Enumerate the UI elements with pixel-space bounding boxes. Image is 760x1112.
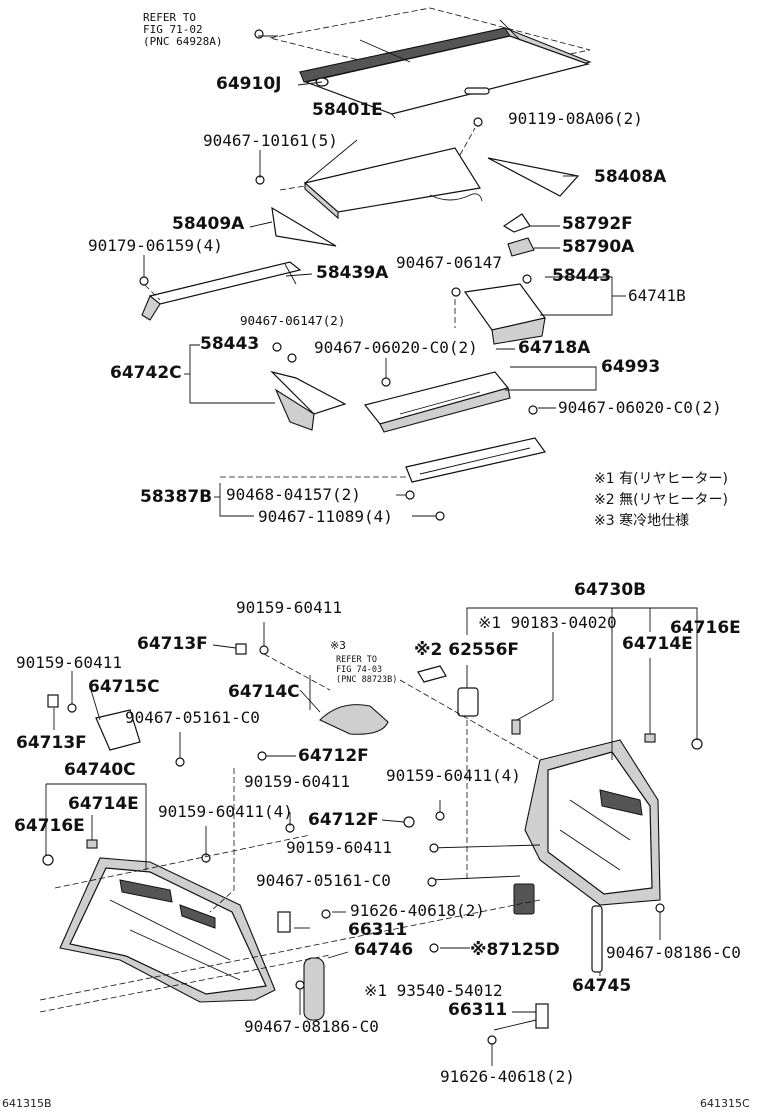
part-90467-05161-a-label[interactable]: 90467-05161-C0: [125, 708, 260, 727]
refer-note-fig-74: REFER TO FIG 74-03 (PNC 88723B): [336, 655, 398, 685]
part-90467-11089-label[interactable]: 90467-11089(4): [258, 507, 393, 526]
part-91626-b-label[interactable]: 91626-40618(2): [440, 1067, 575, 1086]
part-93540-label[interactable]: ※1 93540-54012: [364, 981, 503, 1000]
part-64712F-b-label[interactable]: 64712F: [308, 810, 379, 830]
part-64713F-left-label[interactable]: 64713F: [16, 733, 87, 753]
part-90467-05161-b-label[interactable]: 90467-05161-C0: [256, 871, 391, 890]
part-90183-label[interactable]: ※1 90183-04020: [478, 613, 617, 632]
pad-62556F-drawing: [417, 665, 447, 683]
part-58790A-label[interactable]: 58790A: [562, 237, 635, 257]
box-64741B-drawing: [454, 283, 547, 345]
part-87125D-label[interactable]: ※87125D: [470, 940, 560, 960]
part-90468-label[interactable]: 90468-04157(2): [226, 485, 361, 504]
plate-58387B-drawing: [220, 437, 547, 483]
part-58443-right-label[interactable]: 58443: [552, 266, 612, 286]
part-64730B-label[interactable]: 64730B: [574, 580, 647, 600]
part-64742C-label[interactable]: 64742C: [110, 363, 182, 383]
part-64715C-label[interactable]: 64715C: [88, 677, 160, 697]
part-64712F-a-label[interactable]: 64712F: [298, 746, 369, 766]
part-66311-a-label[interactable]: 66311: [348, 920, 408, 940]
part-64910J-label[interactable]: 64910J: [216, 74, 282, 94]
part-64713F-top-label[interactable]: 64713F: [137, 634, 208, 654]
part-64746-label[interactable]: 64746: [354, 940, 414, 960]
part-90159-top-label[interactable]: 90159-60411: [236, 598, 342, 617]
part-90467-06020-b-label[interactable]: 90467-06020-C0(2): [558, 398, 722, 417]
part-90159-left-label[interactable]: 90159-60411: [16, 653, 122, 672]
part-90467-06147-label[interactable]: 90467-06147: [396, 253, 502, 272]
part-90467-10161-label[interactable]: 90467-10161(5): [203, 131, 338, 150]
hook-58790A-drawing: [507, 237, 535, 257]
leader-lines-lower-right: [399, 607, 698, 881]
part-66311-b-label[interactable]: 66311: [448, 1000, 508, 1020]
note-2: ※2 無(リヤヒーター): [594, 492, 729, 508]
part-90159-4-right-label[interactable]: 90159-60411(4): [386, 766, 521, 785]
part-64714E-right-label[interactable]: 64714E: [622, 634, 693, 654]
part-58439A-label[interactable]: 58439A: [316, 263, 389, 283]
part-62556F-label[interactable]: ※2 62556F: [414, 640, 520, 660]
part-58409A-label[interactable]: 58409A: [172, 214, 245, 234]
part-90159-4-left-label[interactable]: 90159-60411(4): [158, 802, 293, 821]
mark-3-note: ※3: [330, 639, 346, 652]
mesh-64746-drawing: [303, 957, 325, 1021]
bracket-58439A-drawing: [141, 261, 302, 321]
part-64716E-left-label[interactable]: 64716E: [14, 816, 85, 836]
box-64742C-drawing: [270, 370, 347, 431]
part-90467-06147-2-label[interactable]: 90467-06147(2): [240, 313, 346, 328]
part-58792F-label[interactable]: 58792F: [562, 214, 633, 234]
hook-66311-b-drawing: [535, 1003, 549, 1029]
strip-64745-drawing: [591, 905, 603, 973]
side-trim-left-drawing: [42, 694, 276, 1003]
part-90159-middle-label[interactable]: 90159-60411: [244, 772, 350, 791]
refer-note-fig-71: REFER TO FIG 71-02 (PNC 64928A): [143, 11, 223, 48]
part-90467-08186-left-label[interactable]: 90467-08186-C0: [244, 1017, 379, 1036]
part-64716E-right-label[interactable]: 64716E: [670, 618, 741, 638]
leader-lines-top: [143, 35, 626, 517]
part-64718A-label[interactable]: 64718A: [518, 338, 591, 358]
cover-64714C-drawing: [319, 704, 389, 735]
part-64714C-label[interactable]: 64714C: [228, 682, 300, 702]
panel-64993-drawing: [363, 371, 511, 433]
note-1: ※1 有(リヤヒーター): [594, 471, 729, 487]
part-90179-label[interactable]: 90179-06159(4): [88, 236, 223, 255]
duct-87125D-drawing: [513, 883, 535, 915]
deck-board-drawing: [279, 127, 483, 220]
part-90467-06020-a-label[interactable]: 90467-06020-C0(2): [314, 338, 478, 357]
tonneau-cover-drawing: [269, 7, 592, 119]
part-90159-bottom-label[interactable]: 90159-60411: [286, 838, 392, 857]
part-64993-label[interactable]: 64993: [601, 357, 661, 377]
footer-code-left: 641315B: [2, 1097, 52, 1110]
part-64714E-left-label[interactable]: 64714E: [68, 794, 139, 814]
part-90467-08186-right-label[interactable]: 90467-08186-C0: [606, 943, 741, 962]
part-90119-label[interactable]: 90119-08A06(2): [508, 109, 643, 128]
side-trim-right-drawing: [457, 687, 703, 906]
leader-lines-lower-left: [39, 622, 661, 1066]
clip-58792F-drawing: [502, 213, 531, 233]
bracket-64715C-drawing: [95, 709, 141, 751]
part-64741B-label[interactable]: 64741B: [628, 286, 686, 305]
part-58443-left-label[interactable]: 58443: [200, 334, 260, 354]
part-58387B-label[interactable]: 58387B: [140, 487, 213, 507]
note-3: ※3 寒冷地仕様: [594, 513, 690, 529]
side-panel-58409A-drawing: [271, 206, 337, 247]
part-91626-a-label[interactable]: 91626-40618(2): [350, 901, 485, 920]
part-64745-label[interactable]: 64745: [572, 976, 632, 996]
part-58401E-label[interactable]: 58401E: [312, 100, 383, 120]
footer-code-right: 641315C: [700, 1097, 750, 1110]
part-64740C-label[interactable]: 64740C: [64, 760, 136, 780]
part-58408A-label[interactable]: 58408A: [594, 167, 667, 187]
side-panel-58408A-drawing: [487, 157, 580, 197]
hook-66311-a-drawing: [277, 911, 291, 933]
